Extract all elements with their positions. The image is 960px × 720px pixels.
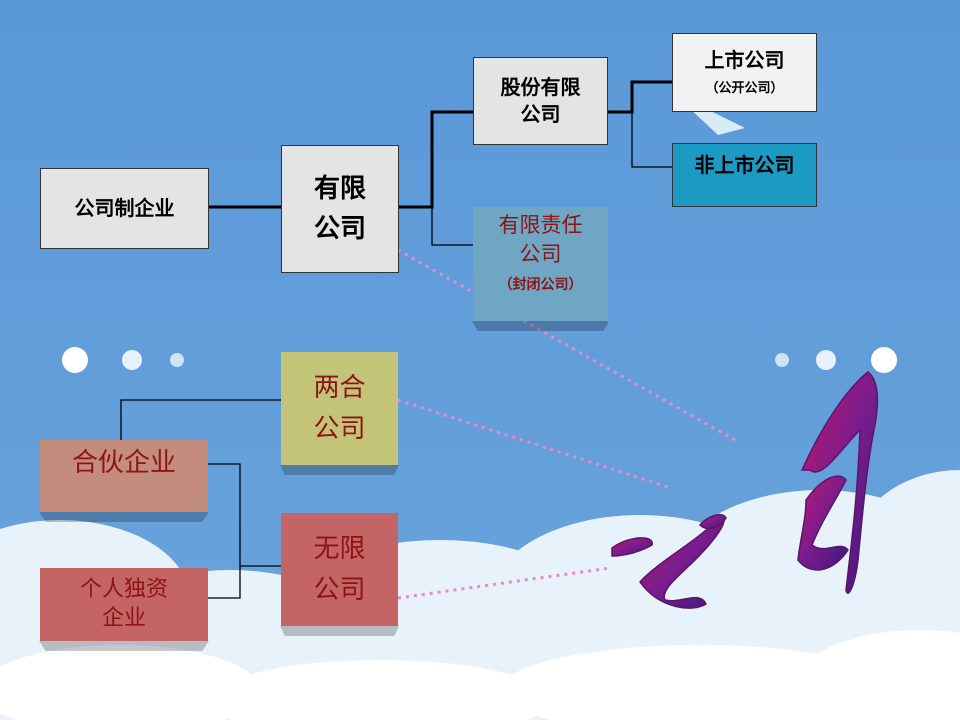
- node-mixed-line2: 公司: [313, 413, 366, 444]
- node-listed-company: 上市公司 （公开公司）: [672, 33, 817, 112]
- node-joint-stock-line2: 公司: [520, 102, 561, 126]
- node-unlimited-company: 无限 公司: [281, 513, 398, 626]
- node-mixed-company: 两合 公司: [281, 352, 398, 465]
- node-sole-proprietorship: 个人独资 企业: [40, 568, 208, 641]
- connectors-thin: [120, 112, 672, 599]
- node-unlisted-company: 非上市公司: [672, 143, 817, 207]
- node-llc-line1: 有限责任: [498, 213, 583, 237]
- connectors-thick: [208, 80, 672, 209]
- node-partnership-label: 合伙企业: [71, 448, 176, 478]
- node-sole-line2: 企业: [101, 605, 146, 631]
- node-unlisted-company-label: 非上市公司: [694, 153, 795, 177]
- node-joint-stock-company: 股份有限 公司: [473, 57, 608, 145]
- dotted-lines: [397, 248, 736, 600]
- node-llc-line2: 公司: [519, 242, 562, 267]
- node-joint-stock-line1: 股份有限: [500, 75, 581, 99]
- decorative-dots: [62, 347, 897, 373]
- node-listed-company-label: 上市公司: [704, 48, 785, 73]
- node-partnership: 合伙企业: [40, 440, 208, 512]
- node-sole-line1: 个人独资: [79, 576, 168, 602]
- node-limited-company: 有限 公司: [281, 145, 399, 273]
- calligraphy-artwork: [611, 371, 879, 609]
- node-company-enterprise: 公司制企业: [40, 168, 209, 249]
- node-llc-sub: （封闭公司）: [498, 276, 583, 293]
- node-company-enterprise-label: 公司制企业: [74, 196, 175, 220]
- node-limited-company-line2: 公司: [313, 214, 366, 244]
- node-unlimited-line2: 公司: [313, 574, 366, 605]
- node-limited-company-line1: 有限: [313, 173, 366, 204]
- node-mixed-line1: 两合: [313, 373, 366, 404]
- node-llc: 有限责任 公司 （封闭公司）: [473, 207, 608, 321]
- node-unlimited-line1: 无限: [313, 534, 366, 565]
- node-listed-company-sub: （公开公司）: [705, 81, 784, 97]
